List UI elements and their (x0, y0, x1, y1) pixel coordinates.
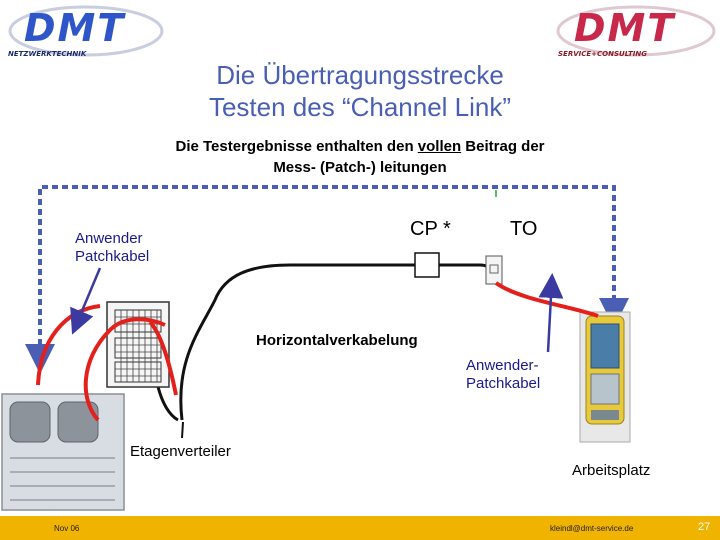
subtitle-before: Die Testergebnisse enthalten den (175, 138, 418, 155)
arrow-anwender-patchkabel (70, 267, 102, 335)
subtitle-line2: Mess- (Patch-) leitungen (273, 159, 447, 176)
subtitle-underlined: vollen (417, 138, 462, 155)
logo-left: DMT NETZWERKTECHNIK (6, 4, 166, 62)
patch-panel-ports (114, 309, 162, 383)
patch-cable-left-lower (83, 317, 166, 422)
logo-left-tagline: NETZWERKTECHNIK (8, 50, 87, 58)
label-etagenverteiler: Etagenverteiler (130, 443, 231, 460)
to-outlet-port (489, 264, 499, 274)
subtitle-after: Beitrag der (461, 138, 545, 155)
subtitle-line1: Die Testergebnisse enthalten den vollen … (0, 137, 720, 157)
page-title-line2: Testen des “Channel Link” (208, 92, 512, 122)
footer-bar: Nov 06 kleindl@dmt-service.de 27 (0, 516, 720, 540)
page-title-line1: Die Übertragungsstrecke (216, 60, 504, 90)
cp-box (414, 252, 440, 278)
footer-page-number: 27 (698, 521, 711, 533)
label-arbeitsplatz: Arbeitsplatz (572, 462, 651, 479)
label-anwender-patchkabel-line1: Anwender (75, 230, 143, 247)
arrow-etagenverteiler (181, 421, 184, 439)
logo-right: DMT SERVICE+CONSULTING (552, 4, 717, 62)
label-cp: CP * (410, 218, 451, 240)
patch-cable-center (148, 320, 178, 396)
footer-date: Nov 06 (54, 524, 80, 533)
channel-link-dashed-line (38, 185, 616, 365)
arrow-anwender-patchkabel-right (538, 273, 564, 353)
logo-right-swoosh (556, 5, 716, 57)
tester-right (579, 311, 631, 443)
label-anwender-patchkabel-right-line2: Patchkabel (466, 375, 541, 392)
footer-email: kleindl@dmt-service.de (550, 524, 634, 533)
label-anwender-patchkabel-line2: Patchkabel (75, 248, 150, 265)
patch-cable-left-upper (36, 304, 101, 386)
patch-cable-right (494, 281, 599, 318)
logo-left-text: DMT (24, 6, 126, 50)
label-anwender-patchkabel-right-line1: Anwender- (466, 357, 539, 374)
to-outlet (485, 255, 503, 285)
logo-right-tagline: SERVICE+CONSULTING (558, 50, 647, 58)
logo-right-text: DMT (574, 6, 676, 50)
label-to: TO (510, 218, 538, 240)
label-horizontal: Horizontalverkabelung (256, 332, 418, 349)
logo-left-swoosh (8, 5, 164, 57)
tester-left (1, 393, 125, 511)
patch-panel (106, 301, 170, 388)
